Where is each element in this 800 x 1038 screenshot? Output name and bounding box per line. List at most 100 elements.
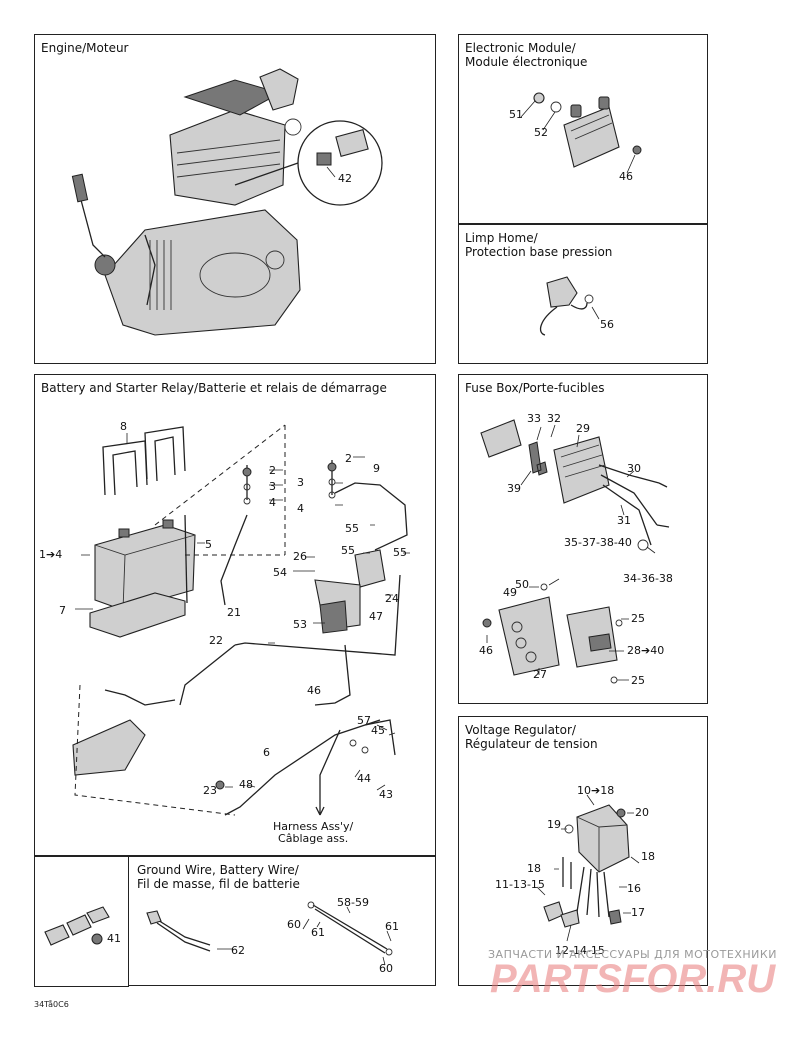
callout-52: 52: [534, 126, 548, 139]
battery-starter-panel: Battery and Starter Relay/Batterie et re…: [34, 374, 436, 856]
fuse-cover: [480, 419, 522, 458]
callout-46: 46: [307, 684, 321, 697]
callout-22: 22: [209, 634, 223, 647]
callout-18a: 18: [641, 850, 655, 863]
watermark-logo: PARTSFOR.RU: [490, 957, 776, 1001]
voltage-regulator-title: Voltage Regulator/ Régulateur de tension: [465, 723, 598, 751]
callout-28-40: 28➔40: [627, 644, 665, 657]
module-body: [563, 106, 620, 168]
voltage-regulator-panel: Voltage Regulator/ Régulateur de tension…: [458, 716, 708, 986]
callout-21: 21: [227, 606, 241, 619]
callout-60a: 60: [287, 918, 301, 931]
callout-4b: 4: [297, 502, 304, 515]
callout-1-4: 1➔4: [39, 548, 63, 561]
voltage-regulator-drawing: [536, 794, 640, 942]
connector-icon: [335, 129, 369, 157]
engine-cylinder: [169, 109, 286, 206]
electronic-module-title: Electronic Module/ Module électronique: [465, 41, 588, 69]
ground-wire-title: Ground Wire, Battery Wire/ Fil de masse,…: [137, 863, 300, 891]
starter-motor: [72, 719, 146, 776]
callout-24: 24: [385, 592, 399, 605]
callout-27: 27: [533, 668, 547, 681]
callout-5: 5: [205, 538, 212, 551]
callout-31: 31: [617, 514, 631, 527]
starter-relay: [354, 549, 386, 588]
callout-45: 45: [371, 724, 385, 737]
callout-53: 53: [293, 618, 307, 631]
callout-39: 39: [507, 482, 521, 495]
callout-56: 56: [600, 318, 614, 331]
callout-50: 50: [515, 578, 529, 591]
callout-25a: 25: [631, 612, 645, 625]
regulator-body: [576, 804, 630, 873]
connector-drawing: [44, 906, 110, 946]
watermark-tagline: ЗАПЧАСТИ И АКСЕССУАРЫ ДЛЯ МОТОТЕХНИКИ: [488, 948, 777, 961]
callout-61a: 61: [311, 926, 325, 939]
callout-20: 20: [635, 806, 649, 819]
callout-19: 19: [547, 818, 561, 831]
pressure-switch: [546, 276, 578, 308]
callout-49: 49: [503, 586, 517, 599]
engine-panel: Engine/Moteur 42: [34, 34, 436, 364]
callout-16: 16: [627, 882, 641, 895]
callout-43: 43: [379, 788, 393, 801]
callout-11-13-15: 11-13-15: [495, 878, 545, 891]
callout-51: 51: [509, 108, 523, 121]
callout-34-36-38: 34-36-38: [623, 572, 673, 585]
callout-17: 17: [631, 906, 645, 919]
limp-home-drawing: [539, 276, 600, 336]
ground-wire-panel: Ground Wire, Battery Wire/ Fil de masse,…: [34, 856, 436, 987]
callout-62: 62: [231, 944, 245, 957]
battery-drawing: [72, 424, 410, 816]
callout-18b: 18: [527, 862, 541, 875]
limp-home-title: Limp Home/ Protection base pression: [465, 231, 613, 259]
callout-7: 7: [59, 604, 66, 617]
callout-25b: 25: [631, 674, 645, 687]
callout-3b: 3: [297, 476, 304, 489]
engine-drawing: [71, 68, 383, 336]
callout-4a: 4: [269, 496, 276, 509]
callout-12-14-15: 12-14-15: [555, 944, 605, 957]
callout-54: 54: [273, 566, 287, 579]
callout-61b: 61: [385, 920, 399, 933]
engine-title: Engine/Moteur: [41, 41, 129, 55]
fuse-bracket: [498, 596, 560, 676]
callout-33: 33: [527, 412, 541, 425]
fuse-block: [553, 436, 610, 504]
electronic-module-drawing: [520, 92, 642, 174]
callout-55a: 55: [345, 522, 359, 535]
callout-3a: 3: [269, 480, 276, 493]
engine-cover: [104, 209, 301, 336]
fuse-box-drawing: [480, 419, 670, 684]
fuse-box-title: Fuse Box/Porte-fucibles: [465, 381, 605, 395]
callout-35-37-38-40: 35-37-38-40: [564, 536, 632, 549]
callout-57: 57: [357, 714, 371, 727]
callout-32: 32: [547, 412, 561, 425]
callout-9: 9: [373, 462, 380, 475]
callout-44: 44: [357, 772, 371, 785]
harness-assembly-label: Harness Ass'y/ Câblage ass.: [273, 820, 354, 845]
battery-strap: [102, 440, 148, 496]
callout-55b: 55: [341, 544, 355, 557]
fuse-box-panel: Fuse Box/Porte-fucibles 33 32 29 30 39 3…: [458, 374, 708, 704]
callout-60b: 60: [379, 962, 393, 975]
callout-23: 23: [203, 784, 217, 797]
electronic-module-panel: Electronic Module/ Module électronique 5…: [458, 34, 708, 224]
small-connector-box: [34, 856, 129, 987]
callout-55c: 55: [393, 546, 407, 559]
callout-10-18: 10➔18: [577, 784, 615, 797]
callout-2a: 2: [269, 464, 276, 477]
callout-2b: 2: [345, 452, 352, 465]
figure-code: 34Tå0C6: [34, 1000, 69, 1009]
callout-26: 26: [293, 550, 307, 563]
battery-tray: [89, 592, 186, 638]
callout-42: 42: [338, 172, 352, 185]
callout-48: 48: [239, 778, 253, 791]
ground-wire-drawing: [146, 901, 393, 966]
limp-home-panel: Limp Home/ Protection base pression 56: [458, 224, 708, 364]
callout-41: 41: [107, 932, 121, 945]
callout-47: 47: [369, 610, 383, 623]
battery-title: Battery and Starter Relay/Batterie et re…: [41, 381, 387, 395]
callout-46-fuse: 46: [479, 644, 493, 657]
callout-46: 46: [619, 170, 633, 183]
